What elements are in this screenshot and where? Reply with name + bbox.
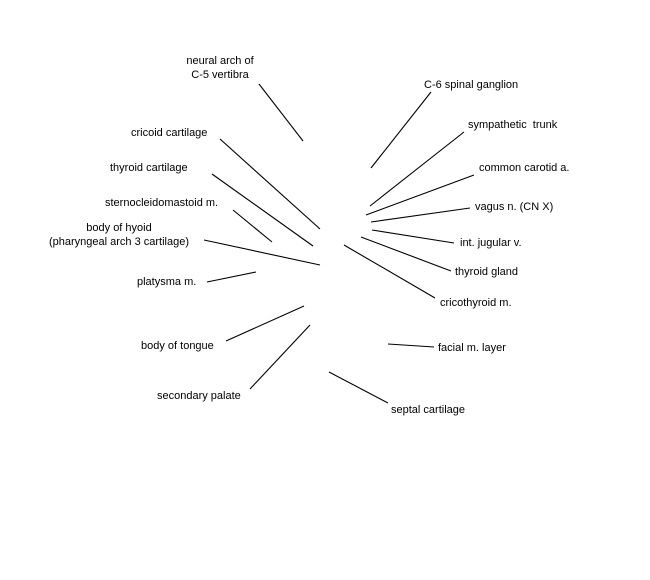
label-sternocleidomastoid: sternocleidomastoid m. bbox=[105, 197, 219, 209]
leader-line-platysma bbox=[206, 271, 257, 283]
leader-line-thyroid-gland bbox=[360, 236, 452, 272]
leader-lines bbox=[203, 83, 475, 404]
leader-line-sternocleidomastoid bbox=[232, 209, 273, 243]
label-secondary-palate: secondary palate bbox=[157, 390, 241, 402]
label-thyroid-gland: thyroid gland bbox=[455, 266, 518, 278]
label-sympathetic-trunk: sympathetic trunk bbox=[468, 119, 558, 131]
label-body-of-tongue: body of tongue bbox=[141, 340, 214, 352]
leader-line-thyroid-cartilage bbox=[211, 173, 314, 247]
leader-line-body-of-hyoid bbox=[203, 239, 321, 266]
label-vagus: vagus n. (CN X) bbox=[475, 201, 554, 213]
leader-line-sympathetic-trunk bbox=[369, 131, 465, 207]
leader-line-body-of-tongue bbox=[225, 305, 305, 342]
label-common-carotid: common carotid a. bbox=[479, 162, 570, 174]
label-neural-arch: neural arch of C-5 vertibra bbox=[170, 54, 270, 82]
label-c6-spinal-ganglion: C-6 spinal ganglion bbox=[424, 79, 519, 91]
label-platysma: platysma m. bbox=[137, 276, 197, 288]
leader-line-common-carotid bbox=[365, 174, 475, 216]
label-neural-arch-line-1: neural arch of bbox=[186, 55, 254, 67]
leader-line-cricoid-cartilage bbox=[219, 138, 321, 230]
label-septal-cartilage: septal cartilage bbox=[391, 404, 465, 416]
label-body-of-hyoid-line-1: body of hyoid bbox=[86, 222, 152, 234]
label-body-of-hyoid: body of hyoid (pharyngeal arch 3 cartila… bbox=[34, 221, 204, 249]
leader-line-neural-arch bbox=[258, 83, 304, 142]
leader-line-c6-spinal-ganglion bbox=[370, 91, 432, 169]
label-thyroid-cartilage: thyroid cartilage bbox=[110, 162, 188, 174]
leader-line-vagus bbox=[370, 207, 471, 223]
label-cricoid-cartilage: cricoid cartilage bbox=[131, 127, 208, 139]
leader-line-cricothyroid bbox=[343, 244, 436, 299]
label-int-jugular: int. jugular v. bbox=[460, 237, 522, 249]
label-neural-arch-line-2: C-5 vertibra bbox=[191, 69, 249, 81]
label-facial-m-layer: facial m. layer bbox=[438, 342, 506, 354]
leader-line-secondary-palate bbox=[249, 324, 311, 390]
leader-line-facial-m-layer bbox=[387, 343, 435, 348]
label-cricothyroid: cricothyroid m. bbox=[440, 297, 512, 309]
leader-line-septal-cartilage bbox=[328, 371, 389, 404]
label-body-of-hyoid-line-2: (pharyngeal arch 3 cartilage) bbox=[48, 236, 190, 248]
leader-line-int-jugular bbox=[371, 229, 455, 244]
